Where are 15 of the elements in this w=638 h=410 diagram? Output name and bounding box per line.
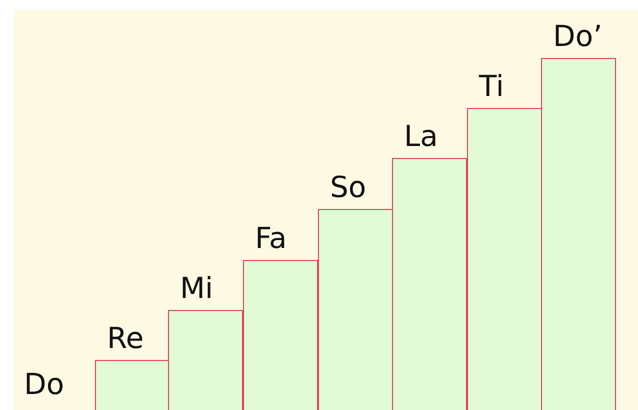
step-bar — [318, 209, 393, 410]
step-label: Re — [107, 324, 144, 353]
step-label: So — [330, 173, 366, 202]
step-bar — [392, 158, 467, 410]
step-label: Fa — [255, 224, 287, 253]
step-label: Do’ — [553, 22, 602, 51]
step-bar — [95, 360, 170, 410]
step-bar — [243, 260, 318, 410]
step-label: Ti — [479, 72, 504, 101]
step-label: La — [404, 122, 438, 151]
step-bar — [467, 108, 542, 410]
step-bar — [541, 58, 616, 410]
step-label: Do — [24, 370, 64, 399]
step-label: Mi — [180, 274, 214, 303]
step-bar — [168, 310, 243, 410]
